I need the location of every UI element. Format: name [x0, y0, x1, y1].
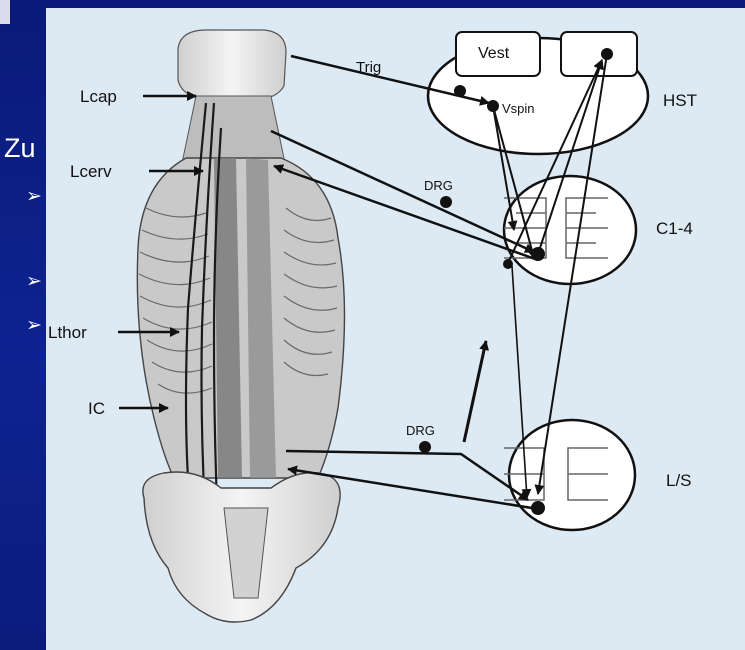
label-trig: Trig	[356, 59, 381, 76]
upper-drg-node	[440, 196, 452, 208]
label-lcap: Lcap	[80, 87, 117, 106]
back-anatomy-illustration	[137, 30, 344, 622]
label-drg-upper: DRG	[424, 178, 453, 193]
anatomy-diagram: Lcap Lcerv Lthor IC Vest	[46, 8, 745, 650]
label-vest: Vest	[478, 45, 510, 62]
bullet-arrow-icon: ➢	[26, 314, 42, 336]
figure-panel: Lcap Lcerv Lthor IC Vest	[46, 8, 745, 650]
neck	[181, 96, 286, 168]
label-ls: L/S	[666, 471, 692, 490]
c1-4-node	[531, 247, 545, 261]
label-ic: IC	[88, 399, 105, 418]
skull-base	[178, 30, 286, 100]
trig-node	[454, 85, 466, 97]
lower-drg-node	[419, 441, 431, 453]
occluded-bullet-text-fragment	[0, 0, 10, 24]
label-lcerv: Lcerv	[70, 162, 112, 181]
label-vspin: Vspin	[502, 101, 535, 116]
vspin-node	[487, 100, 499, 112]
label-drg-lower: DRG	[406, 423, 435, 438]
ls-ellipse	[509, 420, 635, 530]
nucleus-node	[601, 48, 613, 60]
bullet-arrow-icon: ➢	[26, 185, 42, 207]
label-c1-4: C1-4	[656, 219, 693, 238]
label-lthor: Lthor	[48, 323, 87, 342]
label-hst: HST	[663, 91, 697, 110]
slide-heading-fragment: Zu	[4, 133, 46, 164]
ls-node	[531, 501, 545, 515]
bullet-arrow-icon: ➢	[26, 270, 42, 292]
lower-drg-up-arrow	[464, 341, 486, 442]
c1-4-node-left	[503, 259, 513, 269]
